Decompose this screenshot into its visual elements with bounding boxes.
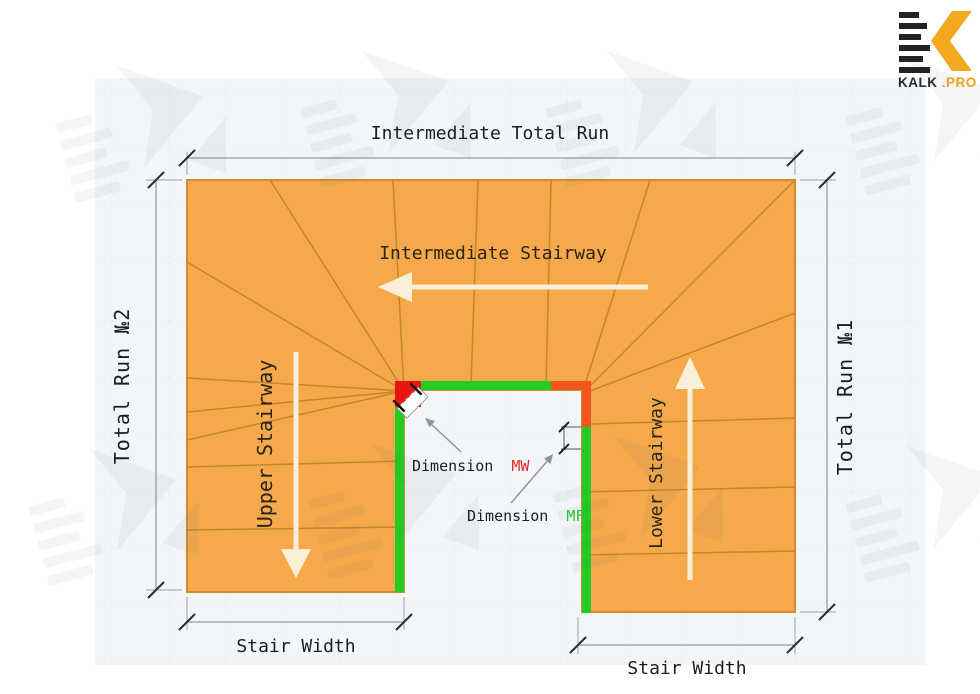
mf-annotation: Dimension MF (467, 421, 584, 525)
dim-tick (178, 149, 196, 167)
mf-pointer-line (510, 458, 550, 504)
left-arrow-icon (378, 272, 412, 302)
down-arrow-icon (281, 549, 311, 578)
mw-annotation: Dimension MW (392, 382, 530, 475)
tread-line (581, 179, 796, 395)
dim-tick (818, 171, 836, 189)
dim-tick (786, 149, 804, 167)
label-upper-stairway: Upper Stairway (253, 360, 277, 529)
mf-pointer-arrow-icon (544, 454, 553, 464)
dim-tick (786, 636, 804, 654)
tread-line (545, 179, 552, 387)
mf-label-prefix: Dimension (467, 507, 548, 525)
lower-flight-marker-green (582, 427, 591, 613)
dim-tick (147, 171, 165, 189)
dim-tick (395, 613, 413, 631)
kalk-logo: KALK .PRO (898, 11, 977, 90)
upper-flight-marker-green (395, 406, 404, 592)
logo-text-accent: .PRO (942, 75, 977, 90)
mf-tick (558, 421, 570, 433)
intermediate-flight-marker-green (408, 381, 551, 390)
logo-wordmark: KALK .PRO (898, 75, 977, 90)
dim-label-total-run-1: Total Run №1 (833, 319, 857, 476)
label-dimension-mw: Dimension MW (412, 457, 530, 475)
label-intermediate-stairway: Intermediate Stairway (379, 243, 607, 264)
mw-tick (409, 382, 423, 396)
dim-label-intermediate-total-run: Intermediate Total Run (371, 123, 609, 144)
mw-pointer-arrow-icon (425, 418, 435, 428)
corner-marker-orange-red (551, 381, 591, 427)
label-lower-stairway: Lower Stairway (646, 397, 667, 549)
dim-tick (147, 581, 165, 599)
logo-steps-icon (899, 12, 930, 73)
dim-label-stair-width-left: Stair Width (236, 636, 355, 657)
dim-tick (569, 636, 587, 654)
mf-tick (558, 443, 570, 455)
mw-dashed-line (397, 387, 418, 408)
dim-label-total-run-2: Total Run №2 (110, 308, 134, 465)
stairway-labels: Intermediate Stairway Upper Stairway Low… (253, 243, 667, 549)
dim-tick (178, 613, 196, 631)
tread-line (269, 179, 405, 392)
mw-pointer-line (428, 421, 462, 453)
logo-text-dark: KALK (898, 75, 938, 90)
dim-label-stair-width-right: Stair Width (627, 658, 746, 679)
mw-tick (392, 399, 406, 413)
tread-line (470, 179, 479, 387)
tread-line (186, 261, 405, 392)
dimension-lines: Intermediate Total Run Total Run №2 Tota… (110, 123, 857, 679)
tread-line (581, 312, 796, 395)
logo-k-icon (931, 11, 972, 71)
direction-arrows (281, 272, 705, 580)
mf-label-code: MF (566, 507, 584, 525)
label-dimension-mf: Dimension MF (467, 507, 584, 525)
mw-label-prefix: Dimension (412, 457, 493, 475)
dim-tick (818, 603, 836, 621)
up-arrow-icon (675, 357, 705, 389)
tread-line (590, 417, 796, 425)
mw-label-code: MW (511, 457, 530, 475)
